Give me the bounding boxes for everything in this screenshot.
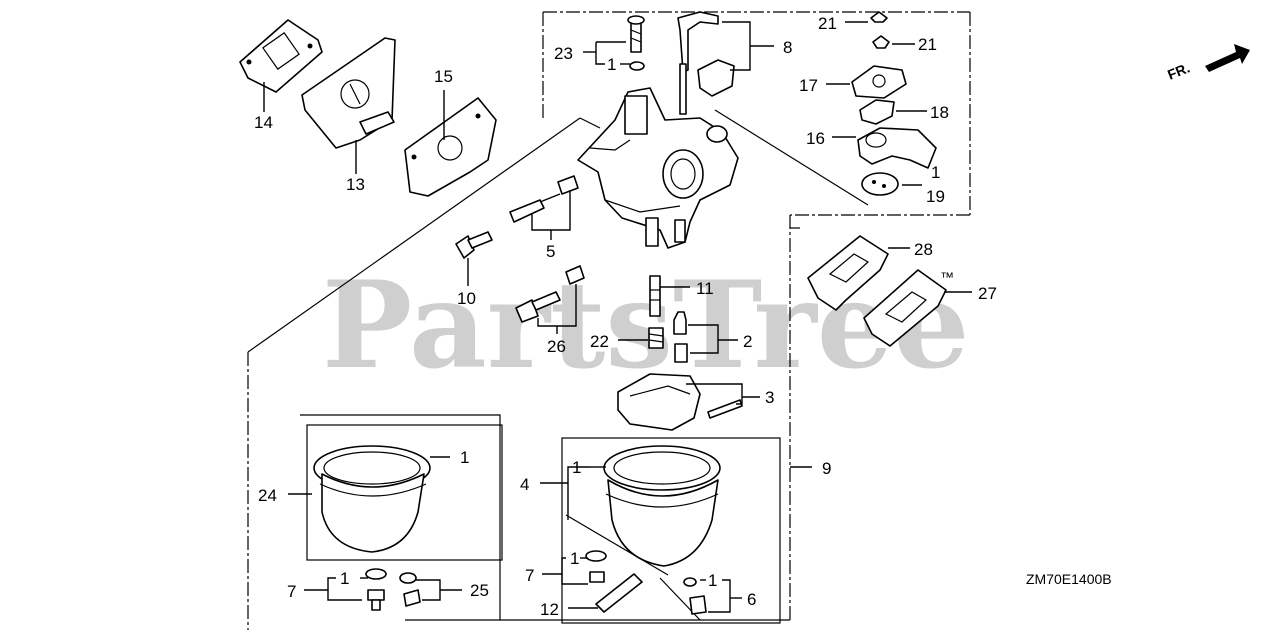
drain-tube-12-part <box>595 573 643 613</box>
callout-4: 4 <box>520 475 529 494</box>
callout-10: 10 <box>457 289 476 308</box>
callout-6: 6 <box>747 590 756 609</box>
leader-lines <box>263 21 972 613</box>
callout-12: 12 <box>540 600 559 619</box>
screw-10-part <box>455 231 493 259</box>
callout-2: 2 <box>743 332 752 351</box>
plate-19-part <box>861 172 899 196</box>
callout-27: 27 <box>978 284 997 303</box>
callout-1: 1 <box>340 569 349 588</box>
callout-11: 11 <box>696 279 714 298</box>
callout-labels: 23 1 8 21 21 17 18 16 1 19 14 13 15 5 10… <box>254 14 997 619</box>
callout-28: 28 <box>914 240 933 259</box>
callout-5: 5 <box>546 242 555 261</box>
callout-15: 15 <box>434 67 453 86</box>
callout-16: 16 <box>806 129 825 148</box>
float-chamber-24-part <box>313 445 431 553</box>
screw-23-part <box>627 15 645 71</box>
cover-17-part <box>851 65 907 99</box>
insulator-13-part <box>301 37 396 149</box>
screws-21-part <box>870 11 890 49</box>
callout-23: 23 <box>554 44 573 63</box>
forward-arrow-icon <box>1205 44 1250 72</box>
diagram-code: ZM70E1400B <box>1026 571 1112 587</box>
drain-screw-6-part <box>683 577 707 615</box>
callout-18: 18 <box>930 103 949 122</box>
pilot-screw-5-part <box>509 175 579 223</box>
watermark-trademark: ™ <box>940 269 954 285</box>
callout-25: 25 <box>470 581 489 600</box>
callout-7: 7 <box>525 566 534 585</box>
callout-1: 1 <box>708 571 717 590</box>
callout-1: 1 <box>572 458 581 477</box>
throttle-screw-26-part <box>515 265 585 323</box>
callout-7: 7 <box>287 582 296 601</box>
gasket-27-part <box>863 269 947 347</box>
drain-screw-7-left-part <box>365 568 387 611</box>
callout-3: 3 <box>765 388 774 407</box>
jet-22-part <box>648 327 664 349</box>
gasket-15-part <box>404 97 497 197</box>
needle-valve-2-part <box>673 311 688 363</box>
callout-1: 1 <box>607 55 616 74</box>
direction-label: FR. <box>1165 59 1192 82</box>
callout-14: 14 <box>254 113 273 132</box>
callout-19: 19 <box>926 187 945 206</box>
callout-1: 1 <box>570 549 579 568</box>
callout-1: 1 <box>931 163 940 182</box>
gasket-28-part <box>807 235 889 311</box>
holder-16-part <box>857 127 937 169</box>
nozzle-11-part <box>649 275 661 317</box>
callout-24: 24 <box>258 486 277 505</box>
callout-22: 22 <box>590 332 609 351</box>
float-3-part <box>617 373 743 431</box>
callout-21: 21 <box>918 35 937 54</box>
gasket-14-part <box>239 19 323 93</box>
choke-lever-8-part <box>677 11 735 115</box>
forward-direction-marker: FR. <box>1165 44 1250 83</box>
callout-26: 26 <box>547 337 566 356</box>
callout-8: 8 <box>783 38 792 57</box>
drain-screw-25-part <box>399 572 421 607</box>
callout-9: 9 <box>822 459 831 478</box>
callout-21: 21 <box>818 14 837 33</box>
callout-1: 1 <box>460 448 469 467</box>
callout-13: 13 <box>346 175 365 194</box>
callout-17: 17 <box>799 76 818 95</box>
float-chamber-9-part <box>603 445 721 567</box>
gasket-18-part <box>859 99 895 125</box>
drain-screw-7-right-part <box>585 550 607 583</box>
carburetor-body-part <box>577 87 739 249</box>
